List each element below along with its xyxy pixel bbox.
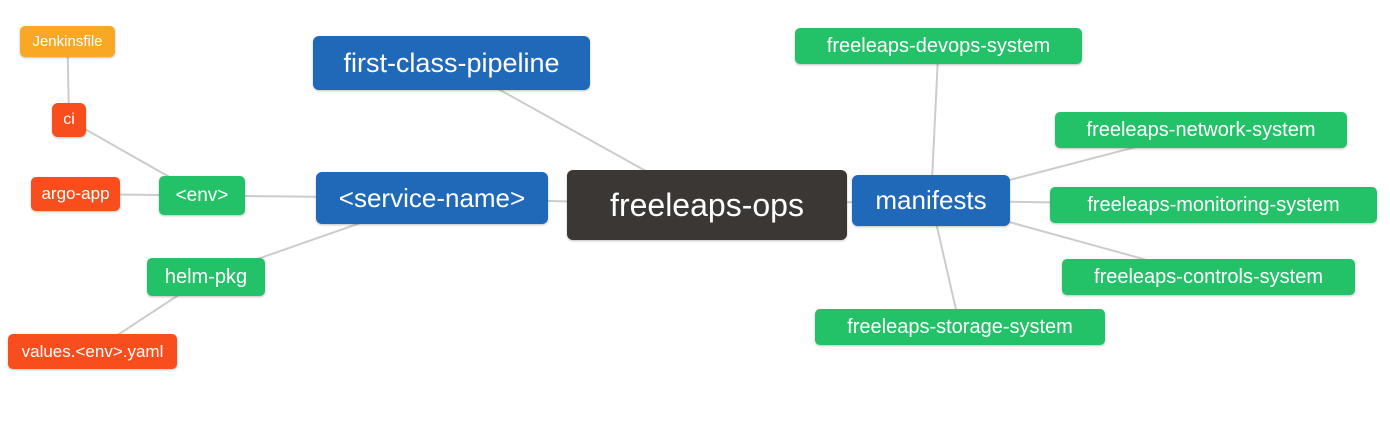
node-label: freeleaps-ops <box>610 186 804 223</box>
mindmap-node-freeleaps-storage-system[interactable]: freeleaps-storage-system <box>815 309 1105 345</box>
mindmap-node-first-class-pipeline[interactable]: first-class-pipeline <box>313 36 590 90</box>
mindmap-node-ci[interactable]: ci <box>52 103 86 137</box>
mindmap-node-helm-pkg[interactable]: helm-pkg <box>147 258 265 296</box>
mindmap-node-env[interactable]: <env> <box>159 176 245 215</box>
mindmap-node-jenkinsfile[interactable]: Jenkinsfile <box>20 26 115 57</box>
node-label: freeleaps-controls-system <box>1094 265 1323 288</box>
node-label: <env> <box>175 184 229 206</box>
node-label: freeleaps-storage-system <box>847 315 1073 338</box>
mindmap-node-freeleaps-controls-system[interactable]: freeleaps-controls-system <box>1062 259 1355 295</box>
node-label: <service-name> <box>338 182 526 213</box>
node-label: freeleaps-devops-system <box>826 34 1051 57</box>
mindmap-node-argo-app[interactable]: argo-app <box>31 177 120 211</box>
node-label: ci <box>63 111 75 128</box>
node-label: values.<env>.yaml <box>21 341 164 361</box>
node-label: helm-pkg <box>164 265 248 288</box>
mindmap-node-manifests[interactable]: manifests <box>852 175 1010 226</box>
mindmap-node-freeleaps-network-system[interactable]: freeleaps-network-system <box>1055 112 1347 148</box>
node-label: freeleaps-network-system <box>1086 118 1316 141</box>
node-label: manifests <box>875 185 987 215</box>
node-label: argo-app <box>41 184 110 203</box>
node-label: freeleaps-monitoring-system <box>1087 193 1340 216</box>
mindmap-node-freeleaps-ops[interactable]: freeleaps-ops <box>567 170 847 240</box>
node-label: Jenkinsfile <box>32 33 103 50</box>
mindmap-node-freeleaps-devops-system[interactable]: freeleaps-devops-system <box>795 28 1082 64</box>
mindmap-node-values-env-yaml[interactable]: values.<env>.yaml <box>8 334 177 369</box>
edge-manifests--freeleaps-devops-system <box>930 45 940 201</box>
mindmap-node-service-name[interactable]: <service-name> <box>316 172 548 224</box>
node-label: first-class-pipeline <box>343 47 560 78</box>
mindmap-node-freeleaps-monitoring-system[interactable]: freeleaps-monitoring-system <box>1050 187 1377 223</box>
